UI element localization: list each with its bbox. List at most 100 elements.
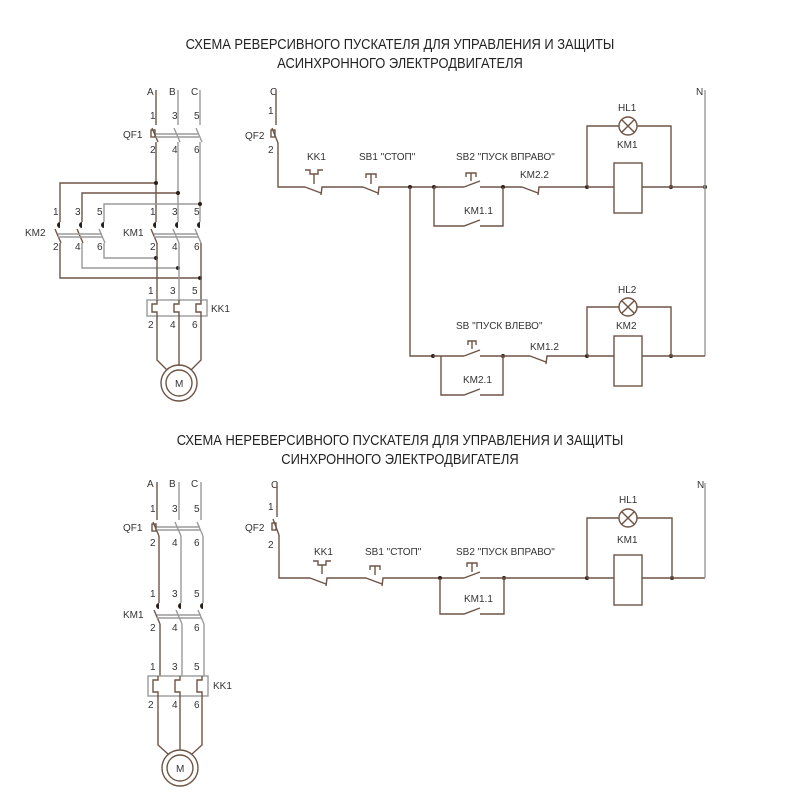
d1-km1-terminal-5: 5 xyxy=(194,207,200,218)
d1-stop-button-label: SB1 "СТОП" xyxy=(359,152,416,163)
d1-phase-a-label: A xyxy=(147,87,154,98)
d2-kk1-label: KK1 xyxy=(213,681,232,692)
d2-km1-terminal-6: 6 xyxy=(194,623,200,634)
d2-qf2-label: QF2 xyxy=(245,523,265,534)
d1-interlock-1-nc-contact xyxy=(521,186,587,196)
d1-kk1-terminal-6: 6 xyxy=(192,320,198,331)
d1-coil-km1 xyxy=(613,162,643,214)
d2-qf1-terminal-4: 4 xyxy=(172,538,178,549)
d1-stop-button xyxy=(362,173,438,196)
d1-km2-terminal-2: 2 xyxy=(53,242,59,253)
d1-kk1-label: KK1 xyxy=(211,304,230,315)
d1-km1-terminal-6: 6 xyxy=(194,242,200,253)
d2-qf2-terminal-1: 1 xyxy=(268,502,274,513)
d1-kk1-terminal-5: 5 xyxy=(192,286,198,297)
d2-lamp-hl1-label: HL1 xyxy=(619,495,638,506)
d2-km1-terminal-4: 4 xyxy=(172,623,178,634)
diagram-1-title-line2: АСИНХРОННОГО ЭЛЕКТРОДВИГАТЕЛЯ xyxy=(277,55,523,72)
d2-coil-km1-label: KM1 xyxy=(617,535,638,546)
d1-lamp-hl2-icon xyxy=(618,297,638,317)
d1-motor-label: M xyxy=(175,379,183,390)
d1-kk1-contact-label: KK1 xyxy=(307,152,326,163)
d2-neutral-label: N xyxy=(697,480,704,491)
d1-qf1-terminal-2: 2 xyxy=(150,145,156,156)
d2-km1-terminal-3: 3 xyxy=(172,589,178,600)
d2-km1-label: KM1 xyxy=(123,610,144,621)
d2-km1-terminal-2: 2 xyxy=(150,623,156,634)
d2-km1-contactor xyxy=(153,603,205,625)
d1-km2-terminal-4: 4 xyxy=(75,242,81,253)
d2-coil-km1 xyxy=(613,554,643,606)
d1-coil-km2 xyxy=(613,335,643,387)
d2-km1-terminal-5: 5 xyxy=(194,589,200,600)
d1-km2-terminal-6: 6 xyxy=(97,242,103,253)
d1-km1-terminal-4: 4 xyxy=(172,242,178,253)
d1-km1-label: KM1 xyxy=(123,228,144,239)
d1-phase-b-label: B xyxy=(169,87,176,98)
d1-kk1-terminal-3: 3 xyxy=(170,286,176,297)
d1-qf2-terminal-2: 2 xyxy=(268,145,274,156)
d2-qf1-terminal-1: 1 xyxy=(150,504,156,515)
d1-kk1-terminal-2: 2 xyxy=(148,320,154,331)
d2-kk1-terminal-2: 2 xyxy=(148,700,154,711)
d2-kk1-terminal-6: 6 xyxy=(194,700,200,711)
d1-lamp-hl1-label: HL1 xyxy=(618,103,637,114)
d2-qf1-terminal-3: 3 xyxy=(172,504,178,515)
d1-km2-contactor xyxy=(54,222,106,244)
d1-km2-terminal-5: 5 xyxy=(97,207,103,218)
d1-km1-terminal-3: 3 xyxy=(172,207,178,218)
d1-qf1-terminal-6: 6 xyxy=(194,145,200,156)
d2-qf1-label: QF1 xyxy=(123,523,143,534)
d2-control-circuit: C N 1 QF2 2 KK1 SB1 "СТОП" SB2 "ПУСК ВПР… xyxy=(245,480,706,615)
diagram-2-title-line1: СХЕМА НЕРЕВЕРСИВНОГО ПУСКАТЕЛЯ ДЛЯ УПРАВ… xyxy=(176,432,624,449)
d1-km1-terminal-2: 2 xyxy=(150,242,156,253)
d1-km2-terminal-1: 1 xyxy=(53,207,59,218)
d1-qf2-label: QF2 xyxy=(245,131,265,142)
d1-qf1-breaker xyxy=(150,127,203,143)
d1-supply-c-label: C xyxy=(270,87,277,98)
d2-start-right-button xyxy=(463,562,587,579)
d1-control-circuit: C N 1 QF2 2 KK1 SB1 "СТОП" SB2 "ПУСК xyxy=(245,87,707,396)
d2-hold-contact-1-label: KM1.1 xyxy=(464,594,493,605)
d1-qf1-terminal-4: 4 xyxy=(172,145,178,156)
d2-kk1-terminal-3: 3 xyxy=(172,662,178,673)
d1-start-right-label: SB2 "ПУСК ВПРАВО" xyxy=(456,152,555,163)
d2-qf1-terminal-5: 5 xyxy=(194,504,200,515)
d2-supply-c-label: C xyxy=(271,480,278,491)
d1-neutral-label: N xyxy=(696,87,703,98)
d2-kk1-terminal-4: 4 xyxy=(172,700,178,711)
diagram-1-title-line1: СХЕМА РЕВЕРСИВНОГО ПУСКАТЕЛЯ ДЛЯ УПРАВЛЕ… xyxy=(185,36,615,53)
diagram-2-title-line2: СИНХРОННОГО ЭЛЕКТРОДВИГАТЕЛЯ xyxy=(281,451,519,468)
d2-stop-button-label: SB1 "СТОП" xyxy=(365,547,422,558)
d2-motor-label: M xyxy=(176,764,184,775)
d1-qf1-terminal-5: 5 xyxy=(194,111,200,122)
d2-qf1-terminal-2: 2 xyxy=(150,538,156,549)
d1-qf1-label: QF1 xyxy=(123,130,143,141)
d2-motor-icon xyxy=(161,749,199,787)
d2-stop-button xyxy=(365,565,464,587)
d1-km1-contactor xyxy=(150,222,202,244)
d1-kk1-terminal-1: 1 xyxy=(148,286,154,297)
d2-phase-a-label: A xyxy=(147,479,154,490)
d2-qf2-breaker xyxy=(271,518,280,536)
d1-interlock-2-nc-contact xyxy=(529,355,587,365)
d2-km1-terminal-1: 1 xyxy=(150,589,156,600)
d1-qf2-terminal-1: 1 xyxy=(268,106,274,117)
d2-qf2-terminal-2: 2 xyxy=(268,540,274,551)
d1-hold-contact-1-label: KM1.1 xyxy=(464,206,493,217)
d1-kk1-terminal-4: 4 xyxy=(170,320,176,331)
d1-phase-c-label: C xyxy=(191,87,198,98)
d1-interlock-2-label: KM1.2 xyxy=(530,342,559,353)
d1-km2-label: KM2 xyxy=(25,228,46,239)
d1-interlock-1-label: KM2.2 xyxy=(520,170,549,181)
d1-motor-icon xyxy=(160,364,198,402)
d2-kk1-thermal-relay xyxy=(147,675,209,697)
d1-coil-km1-label: KM1 xyxy=(617,140,638,151)
d2-qf1-terminal-6: 6 xyxy=(194,538,200,549)
d2-phase-b-label: B xyxy=(169,479,176,490)
d1-coil-km2-label: KM2 xyxy=(616,321,637,332)
d2-phase-c-label: C xyxy=(191,479,198,490)
d1-power-circuit: A B C 1 3 5 QF1 2 4 6 1 xyxy=(25,87,230,402)
d1-start-left-label: SB "ПУСК ВЛЕВО" xyxy=(456,321,543,332)
